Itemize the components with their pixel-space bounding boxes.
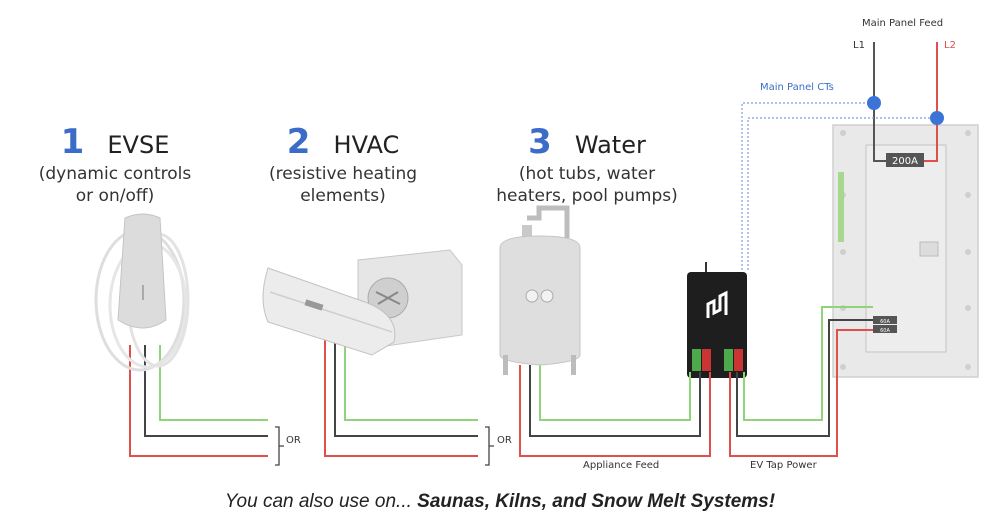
branch-breaker-a: [873, 316, 897, 324]
appliance-feed-label: Appliance Feed: [583, 460, 660, 471]
or-label-2: OR: [497, 435, 512, 446]
ev-tap-wire-black: [736, 319, 873, 437]
water-heater-illustration: [499, 205, 581, 375]
category-hvac: 2 HVAC (resistive heating elements): [258, 122, 428, 206]
branch-breaker-b-label: 60A: [880, 328, 890, 334]
feed-l1-wire: [873, 42, 886, 162]
category-evse-number: 1: [60, 122, 85, 162]
ev-tap-wire-green: [743, 306, 873, 421]
category-water-sub1: (hot tubs, water: [518, 164, 656, 184]
appliance-feed-wire-black: [529, 365, 701, 437]
footer-prefix: You can also use on...: [224, 491, 418, 512]
l1-label: L1: [853, 40, 865, 51]
category-water-name: Water: [574, 131, 646, 159]
main-panel-cts-label: Main Panel CTs: [760, 82, 834, 93]
feed-l2-wire: [924, 42, 938, 162]
category-water: 3 Water (hot tubs, water heaters, pool p…: [492, 122, 682, 206]
footer-emphasis: Saunas, Kilns, and Snow Melt Systems!: [417, 491, 776, 512]
branch-breaker-b: [873, 325, 897, 333]
ev-tap-power-label: EV Tap Power: [750, 460, 817, 471]
category-water-sub2: heaters, pool pumps): [496, 186, 678, 206]
main-panel-feed-label: Main Panel Feed: [862, 18, 944, 29]
category-hvac-sub2: elements): [300, 186, 386, 206]
appliance-feed-wire-red: [519, 365, 711, 457]
ct-sensor-l2: [930, 111, 944, 125]
panel-bus-bar: [838, 172, 844, 242]
main-breaker: [886, 153, 924, 167]
category-evse-sub2: or on/off): [75, 186, 155, 206]
hvac-illustration: [262, 249, 463, 356]
category-evse: 1 EVSE (dynamic controls or on/off): [20, 122, 210, 206]
or-bracket-2: [485, 426, 494, 466]
category-hvac-number: 2: [286, 122, 311, 162]
branch-breaker-a-label: 60A: [880, 319, 890, 325]
or-bracket-1: [275, 426, 284, 466]
footer-note: You can also use on... Saunas, Kilns, an…: [0, 491, 1000, 513]
ct-lead-2: [747, 117, 937, 270]
main-breaker-label: 200A: [892, 156, 918, 167]
ct-sensor-l1: [867, 96, 881, 110]
evse-charger-illustration: [94, 213, 190, 372]
or-label-1: OR: [286, 435, 301, 446]
appliance-feed-wire-green: [539, 365, 691, 421]
l2-label: L2: [944, 40, 956, 51]
category-evse-name: EVSE: [107, 131, 170, 159]
category-evse-sub1: (dynamic controls: [38, 164, 192, 184]
category-water-number: 3: [528, 122, 552, 162]
controller-device: [687, 262, 747, 378]
category-hvac-sub1: (resistive heating: [268, 164, 418, 184]
ev-tap-wire-red: [729, 329, 873, 457]
category-hvac-name: HVAC: [333, 131, 400, 159]
